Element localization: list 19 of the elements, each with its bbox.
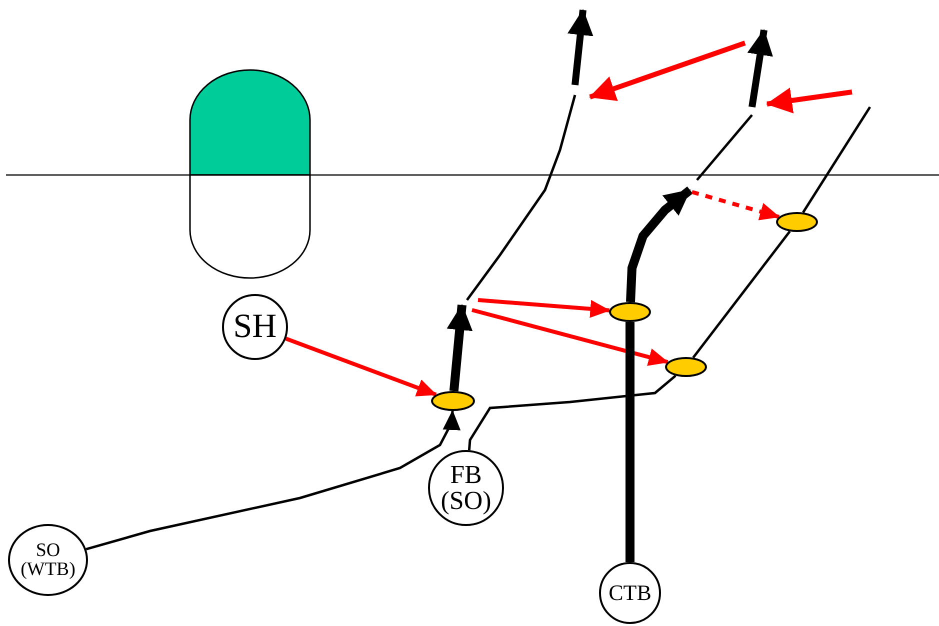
player-circle: SH (222, 294, 288, 360)
arrow (478, 298, 610, 318)
run-line (802, 106, 872, 214)
arrow (626, 186, 693, 302)
run-line (626, 322, 634, 562)
arrow (86, 410, 461, 550)
player-marker (665, 357, 707, 377)
player-marker (431, 391, 475, 411)
arrow (446, 304, 473, 392)
player-marker (776, 212, 818, 232)
player-circle: CTB (599, 562, 661, 624)
arrow (285, 336, 437, 396)
run-line (692, 230, 791, 358)
player-circle: FB (SO) (428, 450, 504, 526)
arrow (691, 190, 780, 220)
player-circle: SO (WTB) (8, 524, 88, 596)
player-marker (609, 302, 651, 322)
run-line (468, 374, 676, 450)
arrow (471, 308, 669, 366)
